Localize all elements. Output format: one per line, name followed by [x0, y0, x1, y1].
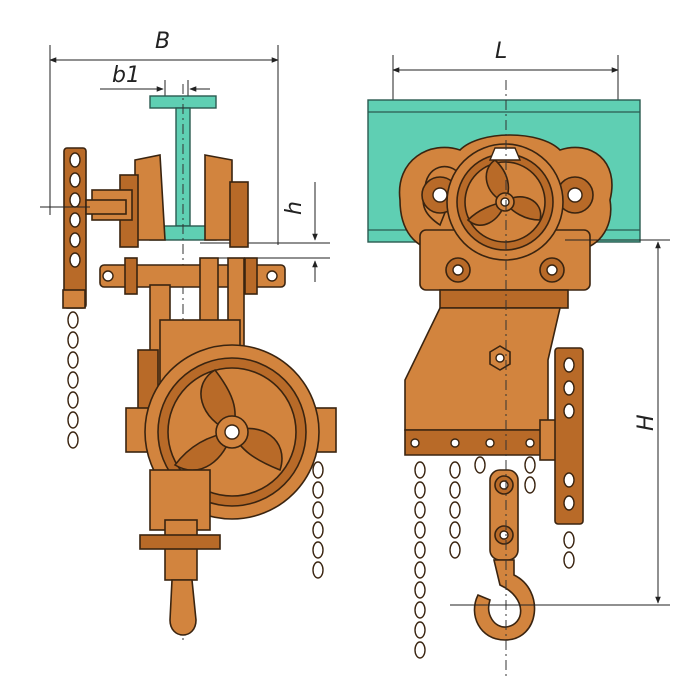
- label-b: B: [155, 29, 170, 54]
- hoist-body-front: [404, 307, 584, 525]
- suspension-axle: [99, 257, 286, 295]
- side-view: B b1 h: [40, 29, 337, 640]
- hoist-hand-wheel: [125, 344, 337, 520]
- hoist-hand-chain: [312, 461, 324, 579]
- hook-side: [139, 469, 221, 636]
- trolley-wheels-side: [91, 154, 249, 248]
- dimension-big-h: H: [450, 239, 670, 606]
- label-b1: b1: [112, 63, 140, 88]
- trolley-hand-wheel: [40, 147, 127, 309]
- trolley-hand-chain: [62, 289, 86, 449]
- label-l: L: [495, 39, 507, 64]
- label-big-h: H: [634, 414, 659, 431]
- load-chains-front: [414, 456, 575, 659]
- label-h: h: [282, 201, 307, 215]
- front-view: L: [367, 39, 670, 680]
- dimension-b1: b1: [100, 63, 210, 100]
- trolley-frame-front: [398, 134, 613, 309]
- dimension-b: B: [49, 29, 279, 245]
- hook-front: [473, 469, 536, 641]
